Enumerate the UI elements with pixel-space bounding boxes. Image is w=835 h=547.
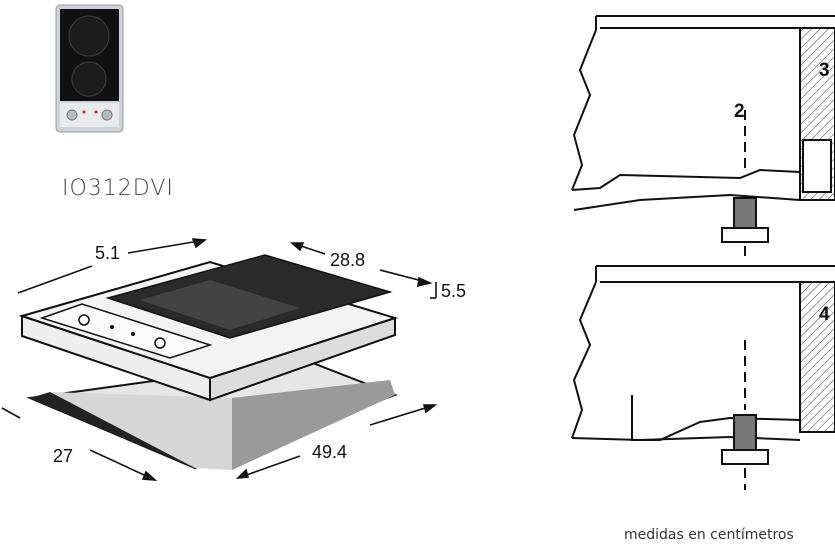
detail-bottom-number: 4 bbox=[819, 304, 830, 325]
units-note: medidas en centímetros bbox=[624, 527, 794, 543]
dim-cutout-depth-label: 49.4 bbox=[312, 442, 347, 462]
control-knob-left-icon bbox=[78, 314, 90, 326]
dim-height-label: 5.5 bbox=[441, 281, 466, 301]
control-panel bbox=[39, 303, 213, 359]
dim-width-label: 28.8 bbox=[330, 250, 365, 270]
detail-view-top bbox=[571, 15, 835, 262]
spacer-number-label: 2 bbox=[734, 101, 745, 122]
cutout-inner-wall bbox=[232, 380, 395, 470]
control-knob-right-icon bbox=[154, 337, 166, 349]
detail-top-number: 3 bbox=[819, 60, 830, 81]
detail-view-bottom bbox=[571, 265, 835, 490]
dim-depth-label: 5.1 bbox=[95, 243, 120, 263]
model-label: IO312DVI bbox=[62, 176, 174, 201]
dim-cutout-width-label: 27 bbox=[53, 446, 73, 466]
